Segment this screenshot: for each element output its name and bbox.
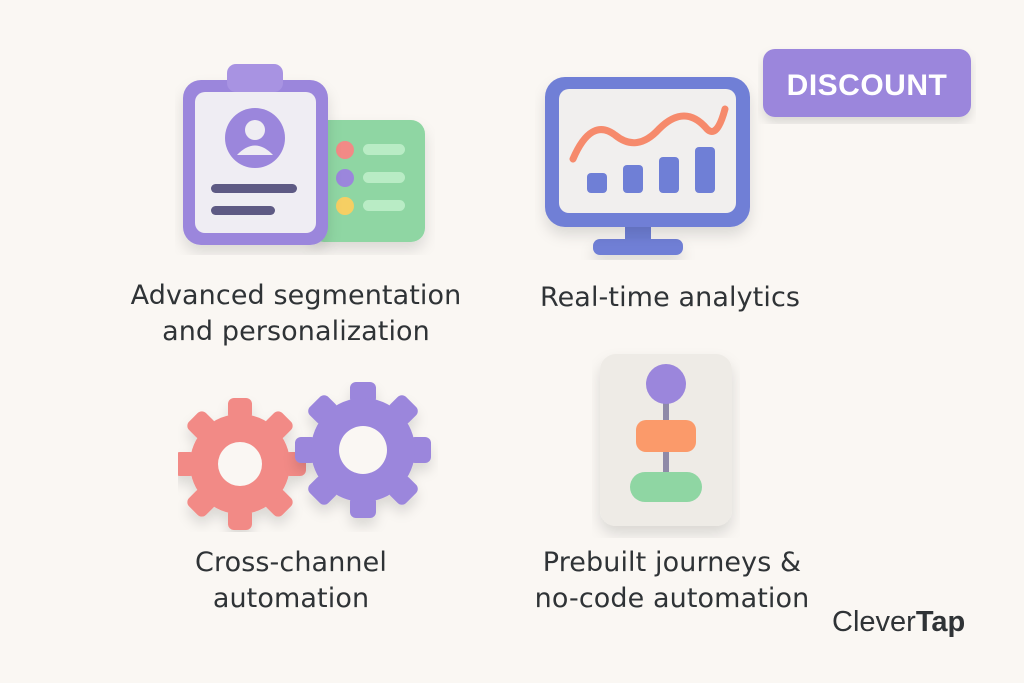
- automation-illustration: [174, 382, 438, 536]
- caption-line: Cross-channel: [195, 547, 387, 578]
- gears-icon: [174, 382, 431, 530]
- caption-line: Advanced segmentation: [130, 280, 462, 311]
- caption-line: and personalization: [162, 316, 430, 347]
- feature-caption-analytics: Real-time analytics: [470, 280, 870, 316]
- journeys-illustration: [592, 348, 740, 542]
- monitor-chart-icon: [545, 77, 750, 255]
- flowchart-icon: [600, 354, 732, 526]
- logo-bold-text: Tap: [915, 606, 966, 638]
- logo-regular-text: Clever: [832, 606, 916, 638]
- id-badge-icon: [183, 64, 425, 245]
- discount-badge-label: DISCOUNT: [787, 69, 948, 102]
- discount-badge: DISCOUNT: [758, 46, 976, 128]
- feature-caption-segmentation: Advanced segmentation and personalizatio…: [96, 278, 496, 350]
- caption-line: Prebuilt journeys &: [542, 547, 802, 578]
- analytics-illustration: [535, 45, 985, 274]
- caption-line: Real-time analytics: [539, 282, 801, 313]
- feature-caption-journeys: Prebuilt journeys & no-code automation: [472, 545, 872, 617]
- clevertap-logo: CleverTap: [832, 606, 965, 639]
- caption-line: automation: [212, 583, 370, 614]
- feature-caption-automation: Cross-channel automation: [91, 545, 491, 617]
- segmentation-illustration: [175, 60, 435, 259]
- caption-line: no-code automation: [534, 583, 810, 614]
